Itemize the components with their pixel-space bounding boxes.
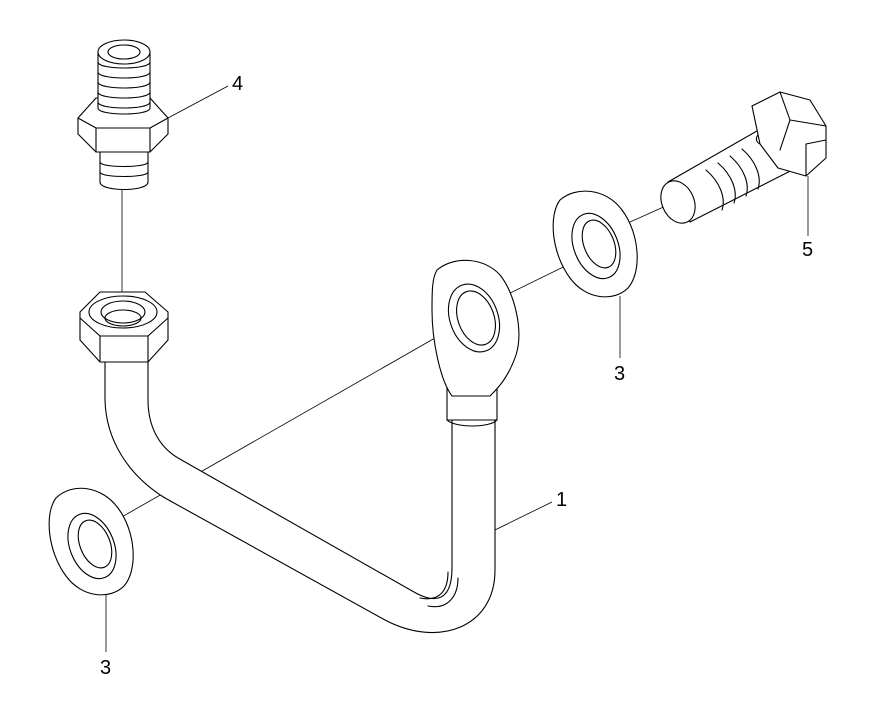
banjo-bolt-part-5 <box>660 91 827 224</box>
callout-labels: 4 5 3 1 3 <box>100 73 813 679</box>
callout-3-right: 3 <box>614 363 625 385</box>
washer-left-part-3 <box>48 487 134 596</box>
leader-lines <box>105 85 809 652</box>
pipe-part-1 <box>79 259 520 634</box>
callout-5: 5 <box>802 239 813 261</box>
callout-1: 1 <box>556 489 567 511</box>
callout-3-left: 3 <box>100 657 111 679</box>
washer-right-part-3 <box>552 190 638 298</box>
union-connector-part-4 <box>77 39 169 190</box>
callout-4: 4 <box>232 73 243 95</box>
